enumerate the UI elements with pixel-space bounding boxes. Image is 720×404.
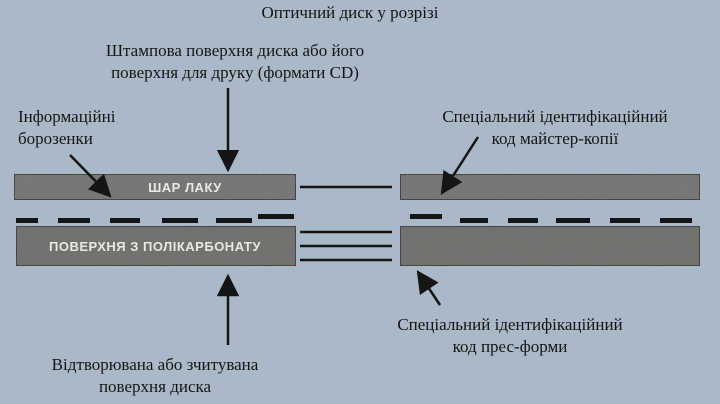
gap-lines-polycarbonate: [300, 230, 392, 262]
label-master-code: Спеціальний ідентифікаційний код майстер…: [405, 106, 705, 150]
label-info-grooves: Інформаційні борозенки: [18, 106, 115, 150]
label-press-code-line2: код прес-форми: [452, 337, 568, 356]
label-read-surface-line1: Відтворювана або зчитувана: [51, 355, 259, 374]
arrow-press-code: [416, 270, 442, 306]
groove-pits-left: [16, 214, 294, 223]
label-read-surface: Відтворювана або зчитувана поверхня диск…: [20, 354, 290, 398]
label-master-code-line2: код майстер-копії: [491, 129, 619, 148]
arrow-info-grooves: [69, 154, 112, 198]
polycarbonate-layer-label: ПОВЕРХНЯ З ПОЛІКАРБОНАТУ: [49, 239, 261, 254]
lacquer-layer-label: ШАР ЛАКУ: [148, 180, 222, 195]
lacquer-layer-left: [13, 173, 297, 201]
arrow-master-code: [440, 136, 480, 195]
label-stamp-surface-line1: Штампова поверхня диска або його: [105, 41, 365, 60]
label-info-grooves-line1: Інформаційні: [18, 107, 116, 126]
label-press-code: Спеціальний ідентифікаційний код прес-фо…: [360, 314, 660, 358]
diagram-title: Оптичний диск у розрізі: [261, 3, 439, 22]
label-press-code-line1: Спеціальний ідентифікаційний: [397, 315, 623, 334]
polycarbonate-layer-left: [15, 225, 297, 267]
polycarbonate-layer-right: [399, 225, 701, 267]
label-read-surface-line2: поверхня диска: [98, 377, 212, 396]
groove-pits-right: [410, 214, 692, 223]
label-master-code-line1: Спеціальний ідентифікаційний: [442, 107, 668, 126]
label-info-grooves-line2: борозенки: [18, 129, 93, 148]
label-stamp-surface-line2: поверхня для друку (формати CD): [111, 63, 359, 82]
label-stamp-surface: Штампова поверхня диска або його поверхн…: [70, 40, 400, 84]
